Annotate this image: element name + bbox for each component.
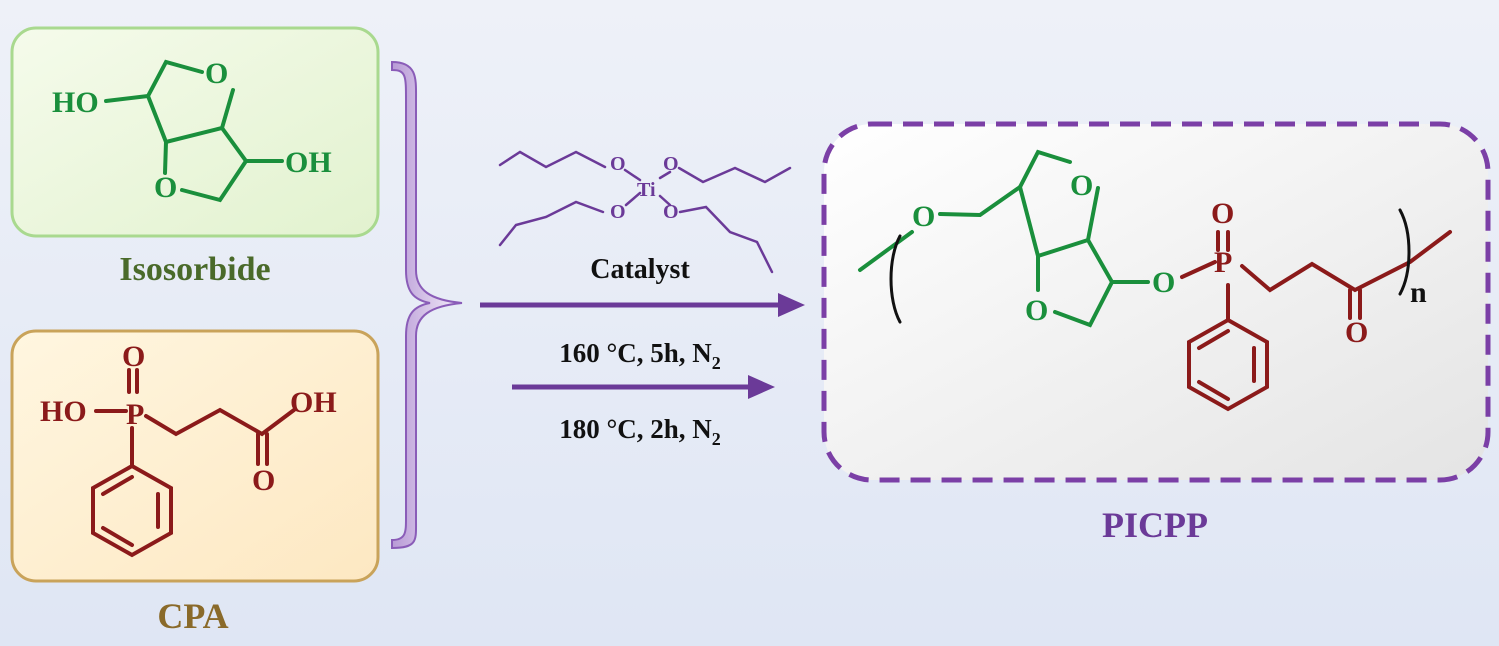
cpa-box bbox=[10, 329, 380, 583]
catalyst-ti: Ti bbox=[637, 179, 656, 201]
isosorbide-panel: HO O O OH Isosorbide bbox=[10, 26, 380, 288]
polymer-bracket-right bbox=[1398, 208, 1411, 296]
catalyst-o2: O bbox=[610, 201, 626, 223]
catalyst-o1: O bbox=[610, 153, 626, 175]
cpa-structure bbox=[91, 368, 296, 558]
isosorbide-ring-o-bottom: O bbox=[154, 171, 177, 204]
catalyst-structure: O O Ti O O Catalyst bbox=[498, 150, 792, 285]
isosorbide-structure bbox=[104, 59, 284, 203]
product-isosorbide-unit bbox=[858, 149, 1150, 328]
product-ring-o-bottom: O bbox=[1025, 294, 1048, 327]
condition-step2-sub: 2 bbox=[712, 429, 721, 449]
cpa-oh-label: OH bbox=[290, 386, 337, 419]
product-name: PICPP bbox=[1102, 505, 1208, 545]
reactant-bracket bbox=[391, 60, 463, 550]
cpa-panel: O HO P OH O CPA bbox=[10, 329, 380, 636]
polymer-brackets bbox=[889, 208, 1411, 324]
condition-step2-text: 180 °C, 2h, N bbox=[559, 414, 712, 444]
cpa-carbonyl-o: O bbox=[252, 464, 275, 497]
isosorbide-oh-label: OH bbox=[285, 146, 332, 179]
isosorbide-name: Isosorbide bbox=[119, 251, 270, 288]
product-p-label: P bbox=[1214, 246, 1232, 279]
catalyst-o3: O bbox=[663, 153, 679, 175]
bracket-shape bbox=[391, 60, 463, 550]
product-panel: O O O O O P O n PICPP bbox=[821, 121, 1491, 545]
catalyst-label: Catalyst bbox=[590, 254, 690, 285]
step-arrow bbox=[512, 375, 775, 399]
condition-step1-sub: 2 bbox=[712, 353, 721, 373]
product-link-o-right: O bbox=[1152, 266, 1175, 299]
main-arrow bbox=[480, 293, 805, 317]
isosorbide-box bbox=[10, 26, 380, 238]
product-box bbox=[821, 121, 1491, 483]
isosorbide-ring-o-top: O bbox=[205, 57, 228, 90]
condition-step1: 160 °C, 5h, N2 bbox=[559, 338, 721, 373]
cpa-p-label: P bbox=[126, 398, 144, 431]
cpa-ho-label: HO bbox=[40, 395, 87, 428]
isosorbide-atoms: HO O O OH bbox=[52, 57, 332, 204]
product-link-o-left: O bbox=[912, 200, 935, 233]
cpa-atoms: O HO P OH O bbox=[40, 340, 337, 497]
product-carbonyl-o: O bbox=[1345, 316, 1368, 349]
cpa-name: CPA bbox=[157, 596, 228, 636]
catalyst-atoms: O O Ti O O bbox=[610, 153, 679, 223]
product-ring-o-top: O bbox=[1070, 169, 1093, 202]
product-repeat-n: n bbox=[1410, 276, 1427, 309]
reaction-arrows: 160 °C, 5h, N2 180 °C, 2h, N2 bbox=[480, 293, 805, 449]
condition-step1-text: 160 °C, 5h, N bbox=[559, 338, 712, 368]
cpa-p-oxo-o: O bbox=[122, 340, 145, 373]
product-p-oxo-o: O bbox=[1211, 197, 1234, 230]
polymer-bracket-left bbox=[889, 234, 902, 324]
isosorbide-ho-label: HO bbox=[52, 86, 99, 119]
product-cpa-unit bbox=[1180, 230, 1452, 412]
product-atoms: O O O O O P O n bbox=[912, 169, 1427, 349]
catalyst-o4: O bbox=[663, 201, 679, 223]
condition-step2: 180 °C, 2h, N2 bbox=[559, 414, 721, 449]
